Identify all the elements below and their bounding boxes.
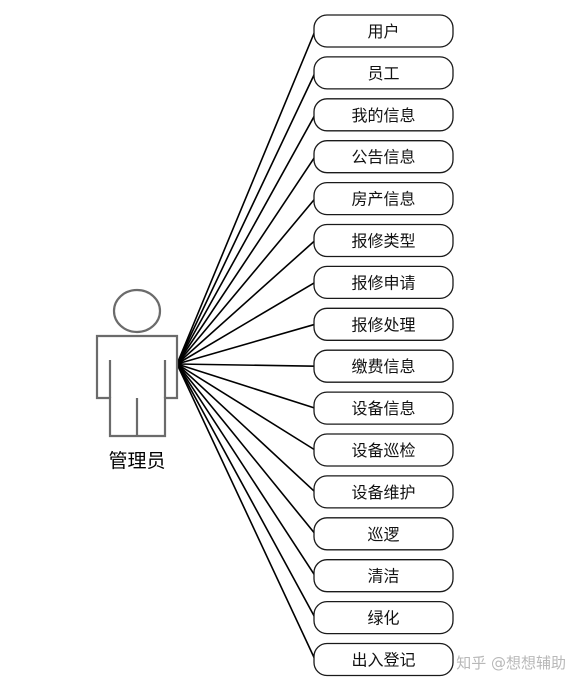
association-line (176, 114, 316, 365)
association-line (176, 363, 316, 618)
association-line (176, 363, 316, 535)
use-case-box (313, 307, 454, 341)
use-case-box (313, 14, 454, 48)
association-line (176, 363, 316, 451)
association-line (176, 239, 316, 365)
use-case-node: 员工 (313, 56, 454, 90)
use-case-label: 设备信息 (351, 399, 415, 418)
use-case-box (313, 391, 454, 425)
use-case-label: 设备维护 (351, 483, 415, 502)
use-case-node: 用户 (313, 14, 454, 48)
use-case-label: 清洁 (367, 567, 399, 586)
association-line (176, 72, 316, 365)
use-case-box (313, 517, 454, 551)
association-line (176, 363, 316, 660)
use-case-node: 绿化 (313, 600, 454, 635)
use-case-node: 巡逻 (313, 517, 454, 551)
association-lines (176, 30, 316, 660)
use-case-box (313, 600, 454, 635)
use-case-node: 出入登记 (313, 642, 454, 677)
use-case-box (313, 475, 454, 509)
use-case-list: 用户员工我的信息公告信息房产信息报修类型报修申请报修处理缴费信息设备信息设备巡检… (313, 14, 454, 677)
use-case-label: 巡逻 (367, 525, 399, 544)
use-case-node: 报修类型 (313, 223, 454, 258)
use-case-node: 公告信息 (313, 140, 454, 174)
association-line (176, 323, 316, 365)
use-case-label: 员工 (367, 64, 399, 83)
actor-figure: 管理员 (95, 288, 179, 472)
association-line (176, 281, 316, 365)
use-case-label: 用户 (367, 22, 399, 41)
use-case-box (313, 349, 454, 383)
use-case-label: 报修申请 (351, 273, 415, 292)
use-case-node: 缴费信息 (313, 349, 454, 383)
association-line (176, 30, 316, 365)
use-case-box (313, 642, 454, 677)
use-case-box (313, 56, 454, 90)
use-case-node: 报修处理 (313, 307, 454, 341)
association-line (176, 363, 316, 409)
use-case-box (313, 433, 454, 467)
actor-label: 管理员 (108, 450, 165, 472)
use-case-node: 房产信息 (313, 181, 454, 216)
use-case-label: 报修类型 (351, 232, 415, 251)
actor-head (112, 288, 162, 334)
use-case-label: 缴费信息 (351, 357, 415, 376)
use-case-label: 我的信息 (351, 106, 415, 125)
use-case-box (313, 98, 454, 132)
use-case-box (313, 559, 454, 593)
association-line (176, 363, 316, 577)
use-case-label: 绿化 (367, 609, 399, 628)
use-case-node: 我的信息 (313, 98, 454, 132)
use-case-box (313, 265, 454, 300)
use-case-label: 房产信息 (351, 190, 415, 209)
actor-body (95, 334, 179, 438)
association-line (176, 363, 316, 493)
use-case-node: 清洁 (313, 559, 454, 593)
use-case-node: 报修申请 (313, 265, 454, 300)
association-line (176, 198, 316, 365)
use-case-label: 公告信息 (351, 148, 415, 167)
use-case-box (313, 181, 454, 216)
association-line (176, 156, 316, 365)
use-case-label: 出入登记 (351, 651, 415, 670)
use-case-node: 设备信息 (313, 391, 454, 425)
use-case-box (313, 223, 454, 258)
use-case-node: 设备巡检 (313, 433, 454, 467)
use-case-label: 设备巡检 (351, 441, 415, 460)
use-case-box (313, 140, 454, 174)
association-line (176, 363, 316, 367)
use-case-node: 设备维护 (313, 475, 454, 509)
watermark-text: 知乎 @想想辅助 (456, 654, 566, 672)
use-case-label: 报修处理 (351, 315, 415, 334)
